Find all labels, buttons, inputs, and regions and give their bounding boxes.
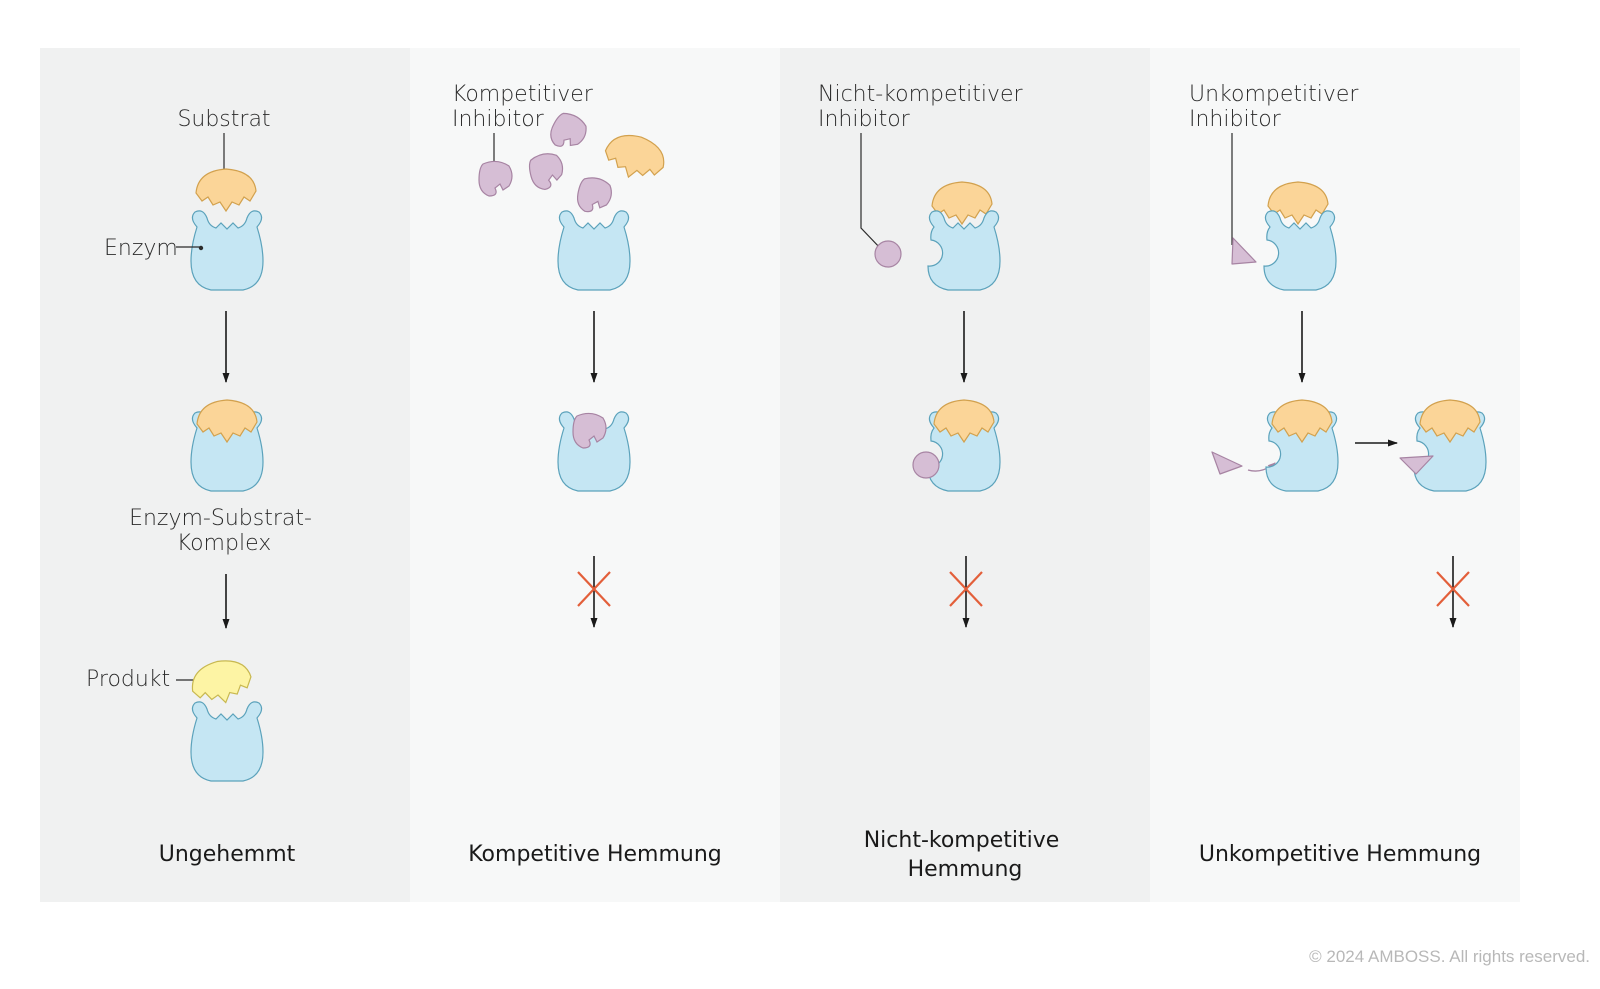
panel-uninhibited: Substrat Enzym Enzym-Substrat- Komplex P…: [86, 107, 319, 867]
product-label: Produkt: [86, 667, 170, 692]
panel-caption: Nicht-kompetitive Hemmung: [864, 828, 1067, 882]
complex-label: Enzym-Substrat- Komplex: [129, 506, 319, 556]
inhibitor-label: Nicht-kompetitiver Inhibitor: [818, 82, 1030, 132]
panel-caption: Unkompetitive Hemmung: [1199, 842, 1481, 867]
binding-arrow: [1247, 462, 1276, 472]
bound-inhibitor-shape: [1399, 455, 1434, 475]
substrate-label: Substrat: [177, 107, 270, 132]
inhibitor-shape: [1211, 451, 1243, 475]
panel-competitive: Kompetitiver Inhibitor Kompetitive Hemmu…: [452, 82, 722, 867]
blocked-x-icon: [1436, 571, 1470, 607]
inhibitor-shape: [1231, 237, 1257, 265]
panel-caption: Kompetitive Hemmung: [468, 842, 722, 867]
inhibitor-label: Unkompetitiver Inhibitor: [1189, 82, 1365, 132]
blocked-x-icon: [949, 571, 983, 607]
panel-caption: Ungehemmt: [159, 842, 296, 867]
inhibitor-label: Kompetitiver Inhibitor: [452, 82, 600, 132]
panel-noncompetitive: Nicht-kompetitiver Inhibitor Nicht-kompe…: [818, 82, 1067, 882]
enzyme-label: Enzym: [104, 236, 178, 261]
inhibitor-shape: [874, 240, 902, 268]
panel-uncompetitive: Unkompetitiver Inhibitor Unkompetitive H…: [1189, 82, 1487, 867]
blocked-x-icon: [577, 571, 611, 607]
bound-inhibitor-shape: [912, 451, 940, 479]
copyright-notice: © 2024 AMBOSS. All rights reserved.: [1309, 947, 1590, 966]
